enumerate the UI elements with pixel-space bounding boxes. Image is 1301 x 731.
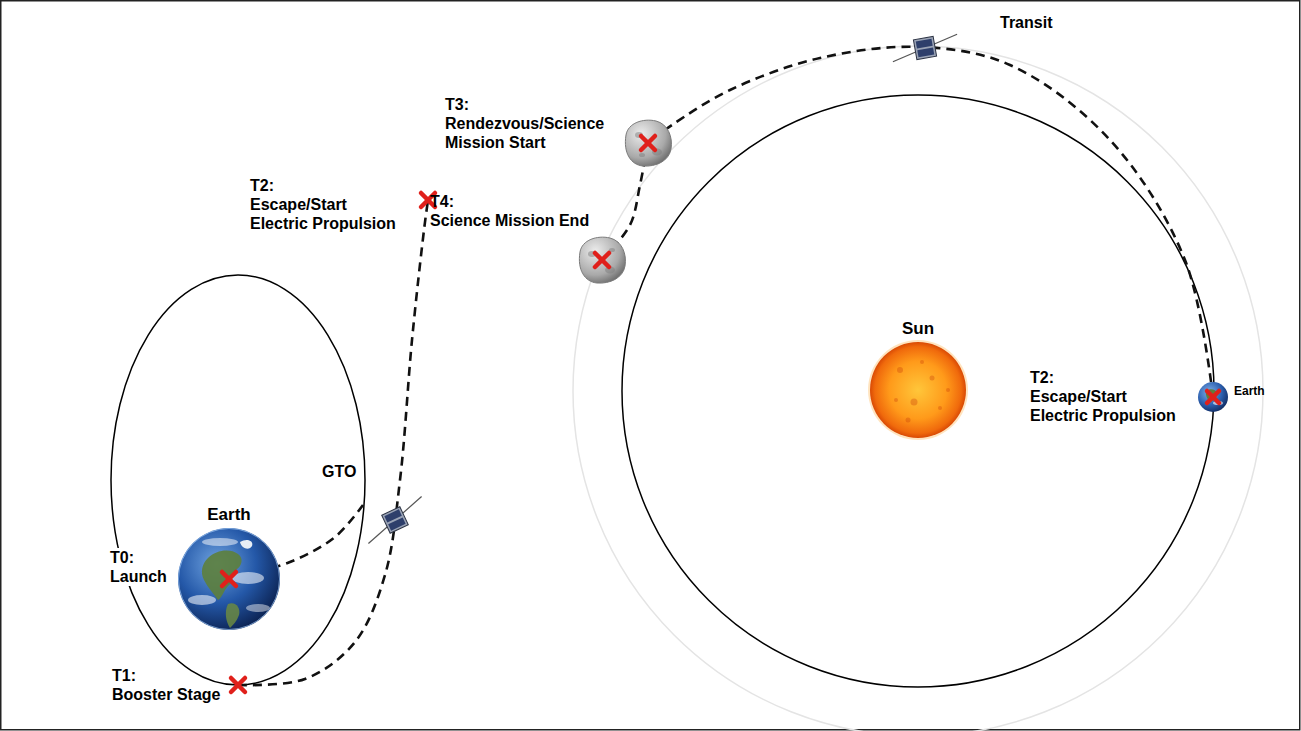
asteroid-orbit [573,46,1263,731]
node-shape [870,342,966,438]
earth-node: Earth [178,528,280,630]
label-line: T2: [250,176,396,195]
label-line: T0: [110,548,167,567]
event-marker [231,678,245,692]
gto-orbit [111,275,365,685]
event-marker [222,572,236,586]
node-label: Sun [902,319,934,339]
marker-group [231,136,655,692]
label-line: Electric Propulsion [250,214,396,233]
asteroid-figure [579,237,625,283]
event-label: T1: Booster Stage [112,666,220,704]
event-marker [595,253,609,267]
asteroid-figure [625,120,671,166]
phase-label: Transit [1000,13,1052,32]
event-label: T2: Escape/Start Electric Propulsion [1030,368,1176,425]
spacecraft-icon [360,497,430,544]
earth-small [1198,382,1228,412]
node-shape [1198,382,1228,412]
earth-orbit [622,95,1214,687]
label-line: GTO [322,462,356,481]
label-line: T4: [430,192,589,211]
label-line: T3: [445,95,604,114]
node-label: Earth [207,505,250,525]
label-line: T1: [112,666,220,685]
label-line: Escape/Start [1030,387,1176,406]
label-line: Mission Start [445,133,604,152]
earth-globe [178,528,280,630]
label-line: Science Mission End [430,211,589,230]
node-label: Earth [1234,385,1265,399]
label-line: Launch [110,567,167,586]
event-label: T0: Launch [108,548,169,586]
event-label: T4: Science Mission End [430,192,589,230]
sun-disc [870,342,966,438]
label-line: Booster Stage [112,685,220,704]
event-label: T2: Escape/Start Electric Propulsion [250,176,396,233]
orbit-label: GTO [322,462,356,481]
sun-node: Sun [870,342,966,438]
event-marker [1207,391,1219,403]
earth-node: Earth [1198,382,1228,412]
label-line: Electric Propulsion [1030,406,1176,425]
event-marker [641,136,655,150]
node-shape [178,528,280,630]
spacecraft-icon [890,32,960,64]
label-line: Transit [1000,13,1052,32]
label-line: Rendezvous/Science [445,114,604,133]
trajectory-group [228,47,1213,685]
label-line: T2: [1030,368,1176,387]
label-line: Escape/Start [250,195,396,214]
event-label: T3: Rendezvous/Science Mission Start [445,95,604,152]
